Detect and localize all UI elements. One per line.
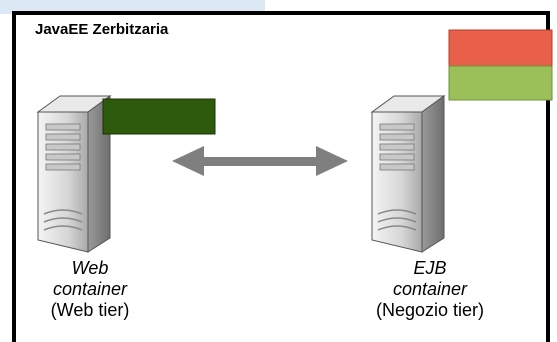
web-label-line1: Web: [71, 258, 109, 278]
ejb-component-block-bottom: [448, 65, 553, 101]
header-tab: [0, 0, 265, 14]
ejb-label-line2: container: [392, 279, 468, 299]
web-container-label: Web container (Web tier): [20, 258, 160, 321]
ejb-container-label: EJB container (Negozio tier): [355, 258, 505, 321]
web-label-line2: container: [52, 279, 128, 299]
web-label-line3: (Web tier): [50, 300, 130, 320]
ejb-label-line3: (Negozio tier): [375, 300, 485, 320]
diagram-title: JavaEE Zerbitzaria: [35, 21, 169, 38]
web-server-icon: [36, 95, 112, 253]
ejb-server-icon: [370, 95, 446, 253]
double-arrow-icon: [172, 146, 348, 176]
web-component-block: [102, 98, 216, 135]
ejb-component-block-top: [448, 29, 553, 67]
ejb-label-line1: EJB: [413, 258, 447, 278]
